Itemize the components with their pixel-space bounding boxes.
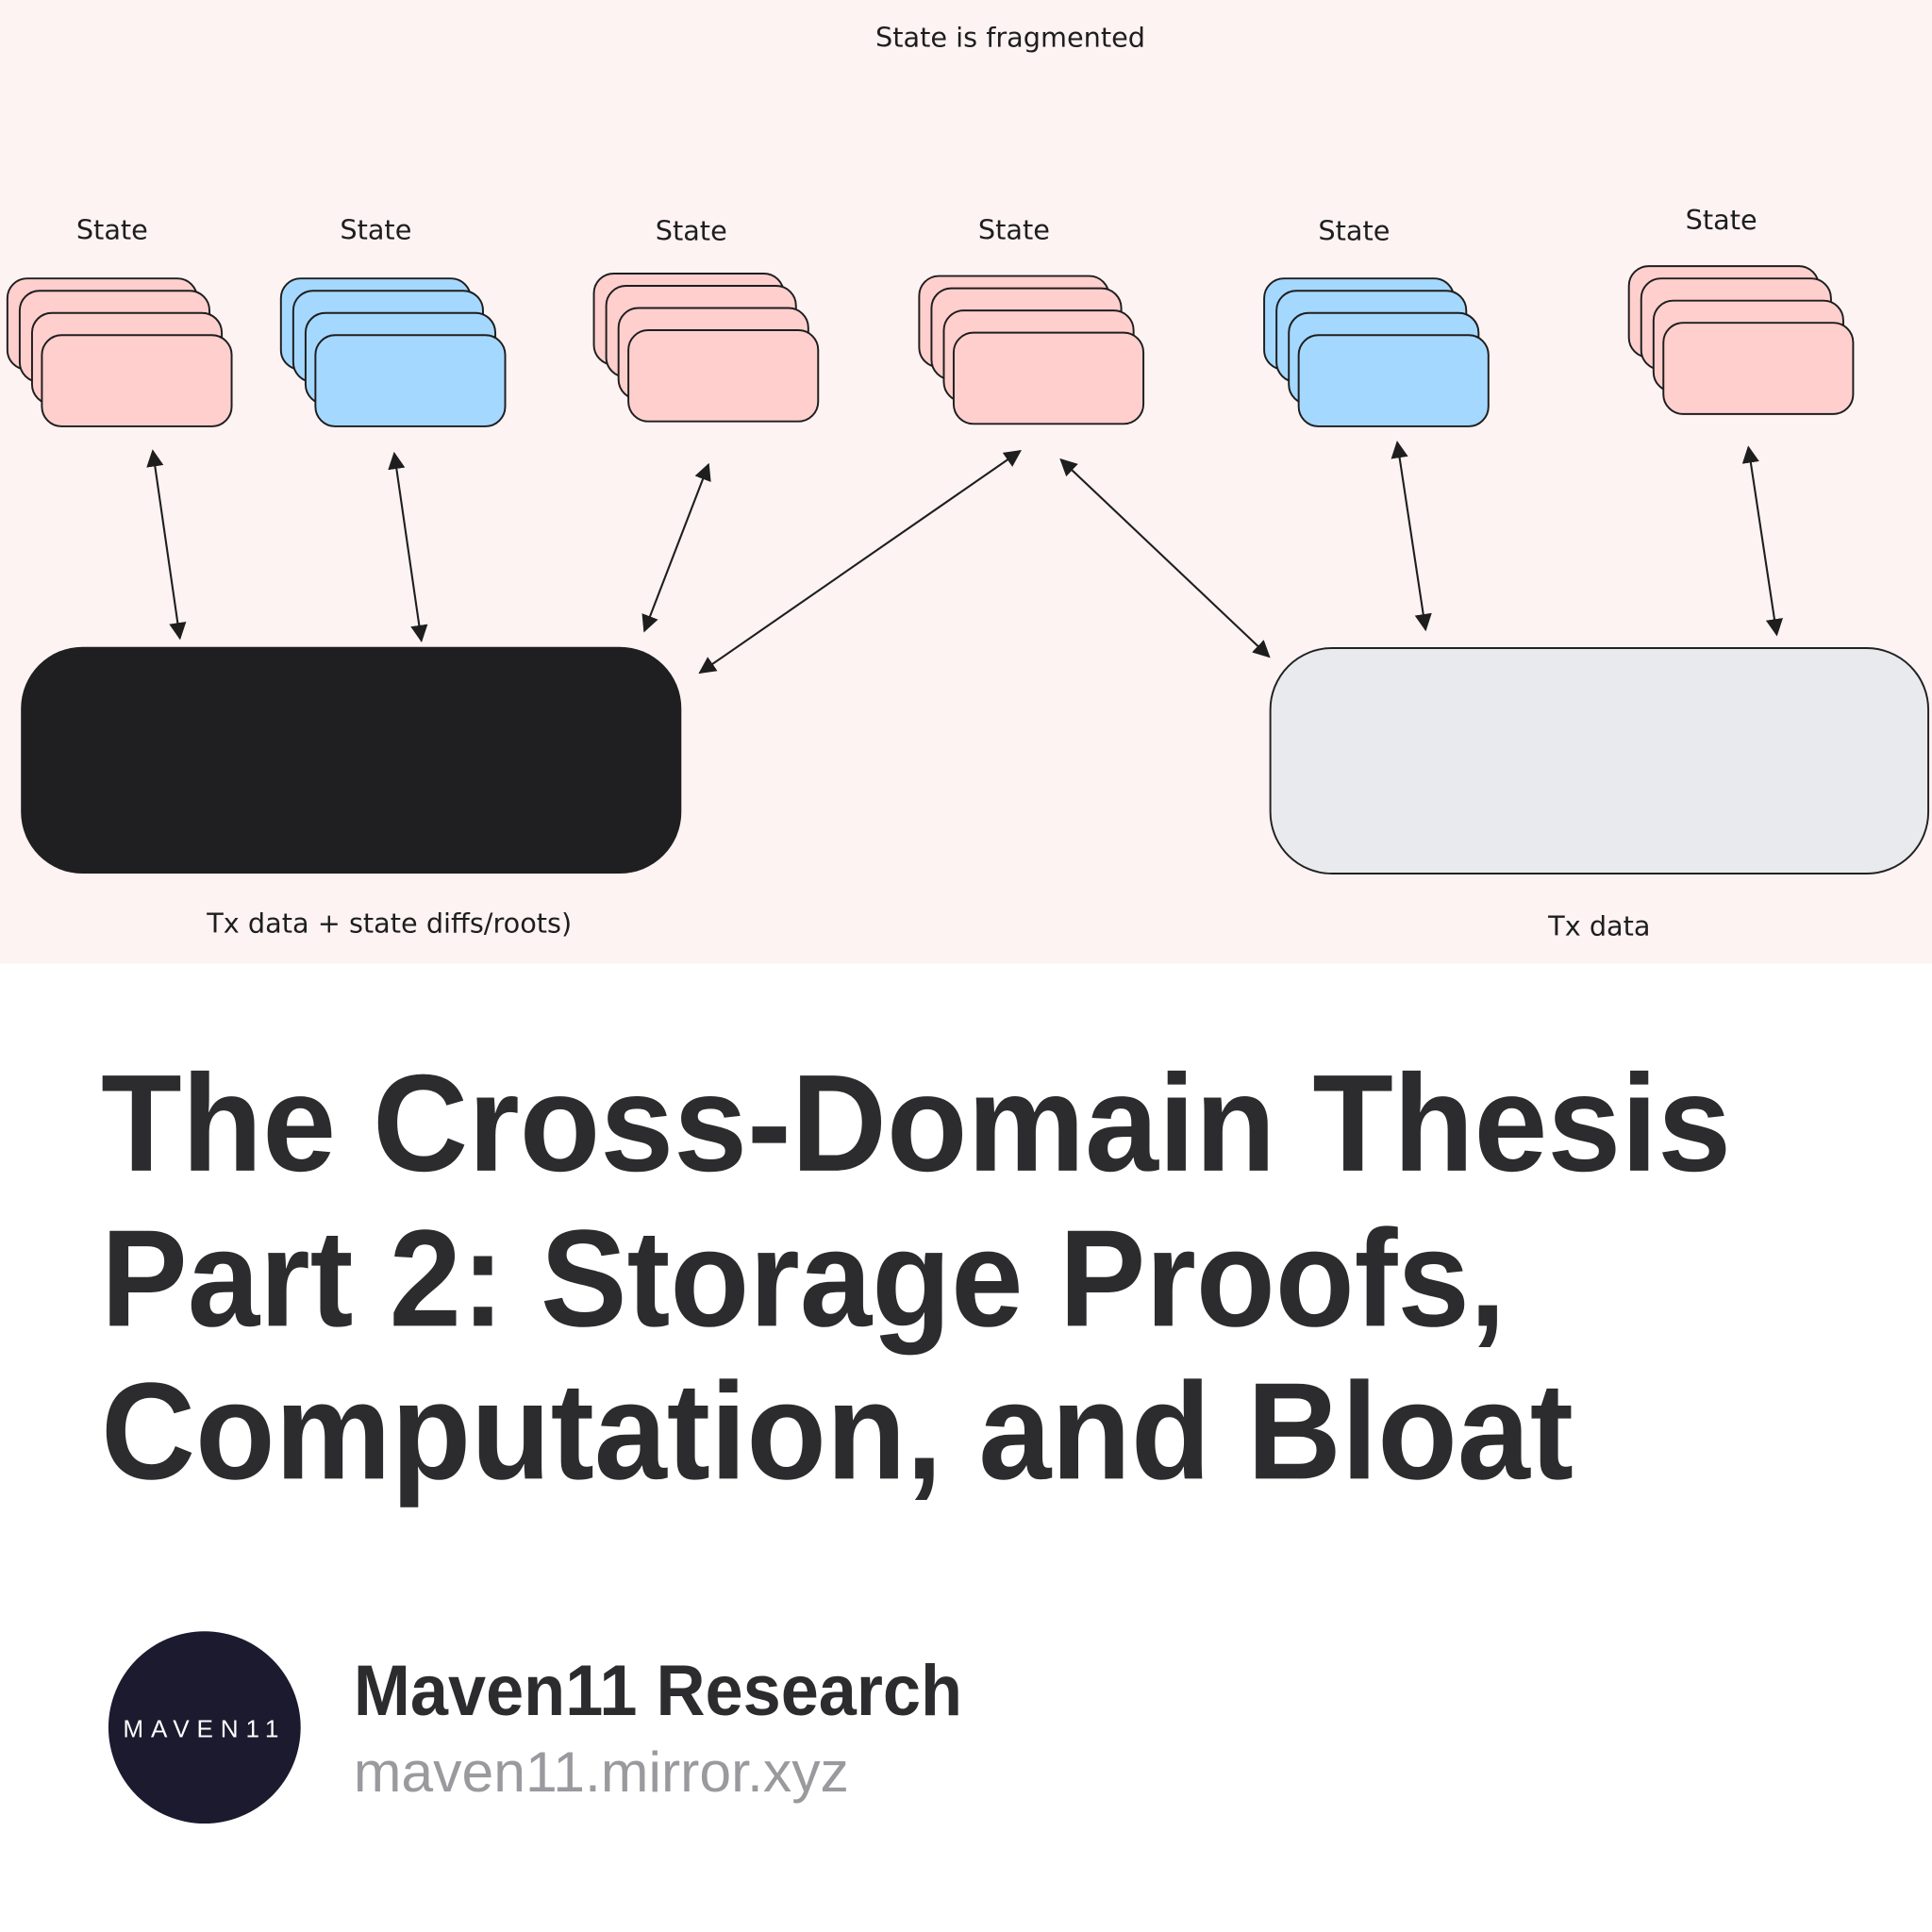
author-avatar [108, 1631, 301, 1824]
bidirectional-arrow [1741, 445, 1784, 637]
left-box-label: Tx data + state diffs/roots) [206, 908, 572, 940]
state-card [314, 334, 507, 427]
state-label: State [978, 213, 1050, 245]
state-stack: State [1627, 204, 1855, 415]
bidirectional-arrow [388, 451, 428, 642]
state-card [41, 334, 233, 427]
state-stack: State [918, 213, 1145, 425]
state-stack: State [592, 215, 820, 423]
state-stack: State [1263, 215, 1490, 427]
bidirectional-arrow [1391, 441, 1432, 632]
arrows [146, 441, 1784, 675]
article-title[interactable]: The Cross-Domain Thesis Part 2: Storage … [101, 1046, 1731, 1508]
diagram-title: State is fragmented [875, 22, 1145, 54]
title-line-3: Computation, and Bloat [101, 1354, 1574, 1507]
bidirectional-arrow [1059, 458, 1271, 658]
left-domain-box [21, 646, 682, 874]
right-box-label: Tx data [1547, 909, 1650, 941]
state-card [952, 331, 1145, 425]
state-card [1662, 322, 1855, 415]
right-domain-box [1269, 647, 1930, 875]
state-label: State [656, 215, 727, 247]
state-label: State [1686, 204, 1757, 236]
bidirectional-arrow [146, 449, 187, 641]
state-label: State [76, 213, 148, 245]
state-label: State [1318, 215, 1390, 247]
state-stacks: State State State State State State [6, 204, 1855, 427]
author-name[interactable]: Maven11 Research [354, 1651, 962, 1731]
state-card [627, 329, 820, 423]
title-line-1: The Cross-Domain Thesis [101, 1046, 1731, 1200]
author-block[interactable]: MAVEN11 Maven11 Research maven11.mirror.… [108, 1631, 962, 1824]
bidirectional-arrow [698, 449, 1022, 675]
bidirectional-arrow [641, 462, 711, 633]
state-card [1297, 334, 1490, 427]
author-domain[interactable]: maven11.mirror.xyz [354, 1740, 849, 1804]
title-line-2: Part 2: Storage Proofs, [101, 1201, 1506, 1355]
avatar-logo-text: MAVEN11 [123, 1715, 286, 1743]
state-stack: State [6, 213, 233, 427]
state-label: State [340, 213, 411, 245]
state-stack: State [279, 213, 507, 427]
